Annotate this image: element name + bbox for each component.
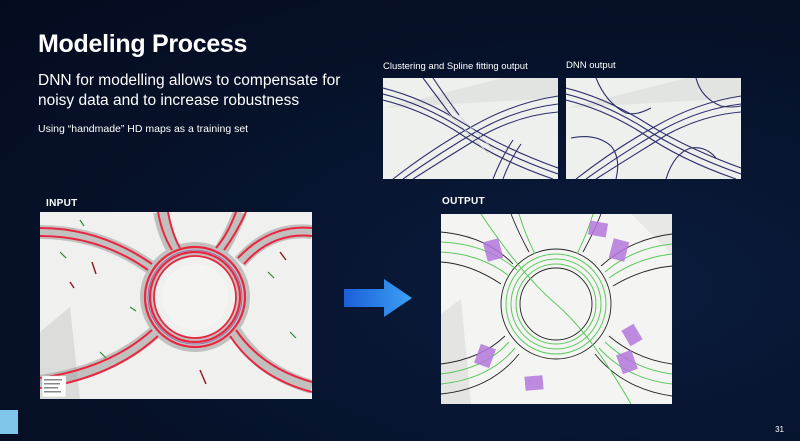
dnn-map [566, 78, 741, 179]
page-number: 31 [775, 425, 784, 434]
output-map [441, 214, 672, 404]
input-label: INPUT [46, 198, 78, 209]
input-map [40, 212, 312, 399]
dnn-output-image [566, 78, 741, 179]
clustering-output-image [383, 78, 558, 179]
arrow-right-icon [344, 279, 412, 317]
accent-block [0, 410, 18, 434]
clustering-caption: Clustering and Spline fitting output [383, 61, 528, 72]
input-image [40, 212, 312, 399]
output-image [441, 214, 672, 404]
slide-note: Using “handmade” HD maps as a training s… [38, 123, 249, 135]
dnn-caption: DNN output [566, 60, 616, 71]
clustering-map [383, 78, 558, 179]
slide-title: Modeling Process [38, 30, 248, 58]
output-label: OUTPUT [442, 196, 485, 207]
slide-subtitle: DNN for modelling allows to compensate f… [38, 72, 341, 109]
